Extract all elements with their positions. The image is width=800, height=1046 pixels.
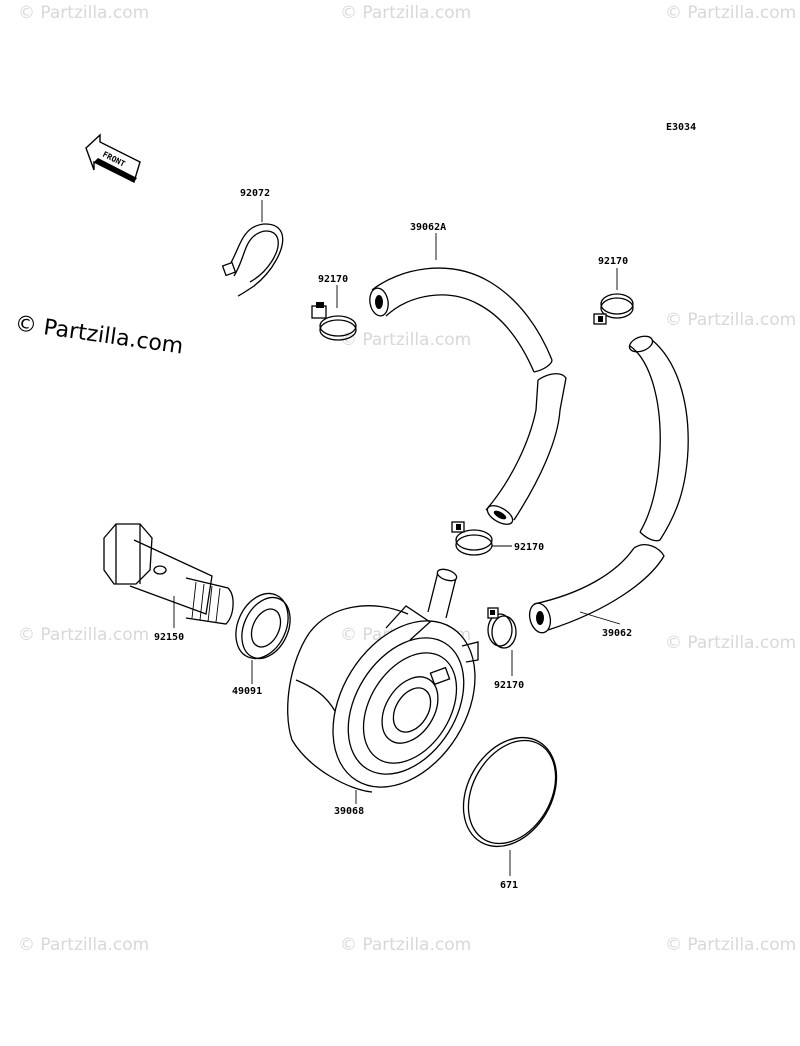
part-39062[interactable]: 39062 (526, 333, 689, 639)
part-label-92170-c: 92170 (514, 542, 544, 553)
part-92170-b[interactable]: 92170 (593, 256, 634, 325)
watermark-tile: © Partzilla.com (665, 310, 796, 330)
part-label-671: 671 (500, 880, 518, 891)
watermark-tile: © Partzilla.com (665, 935, 796, 955)
watermark-tile: © Partzilla.com (18, 3, 149, 23)
watermark-tile: © Partzilla.com (665, 3, 796, 23)
part-label-92170-a: 92170 (318, 274, 348, 285)
part-92150[interactable]: 92150 (103, 523, 234, 643)
watermark-tile: © Partzilla.com (18, 935, 149, 955)
part-92072[interactable]: 92072 (221, 188, 284, 297)
part-label-39062A: 39062A (410, 222, 446, 233)
part-671[interactable]: 671 (445, 721, 576, 891)
watermark-tile: © Partzilla.com (665, 633, 796, 653)
part-label-49091: 49091 (232, 686, 262, 697)
part-92170-c[interactable]: 92170 (451, 521, 544, 556)
part-49091[interactable]: 49091 (226, 585, 300, 697)
part-label-92072: 92072 (240, 188, 270, 199)
watermark-tile: © Partzilla.com (340, 3, 471, 23)
watermark-tile: © Partzilla.com (340, 935, 471, 955)
part-label-92170-d: 92170 (494, 680, 524, 691)
watermark-tile: © Partzilla.com (340, 330, 471, 350)
part-label-92170-b: 92170 (598, 256, 628, 267)
part-92170-a[interactable]: 92170 (311, 274, 357, 341)
part-39062A[interactable]: 39062A (368, 222, 567, 528)
part-label-39062: 39062 (602, 628, 632, 639)
diagram-code: E3034 (666, 122, 696, 133)
watermark-main: © Partzilla.com (13, 311, 185, 359)
front-arrow-icon: FRONT (85, 133, 141, 183)
watermark-tile: © Partzilla.com (18, 625, 149, 645)
part-label-92150: 92150 (154, 632, 184, 643)
part-92170-d[interactable]: 92170 (487, 607, 524, 691)
part-label-39068: 39068 (334, 806, 364, 817)
part-39068[interactable]: 39068 (287, 567, 505, 817)
watermark-tiles: © Partzilla.com © Partzilla.com © Partzi… (18, 3, 796, 955)
